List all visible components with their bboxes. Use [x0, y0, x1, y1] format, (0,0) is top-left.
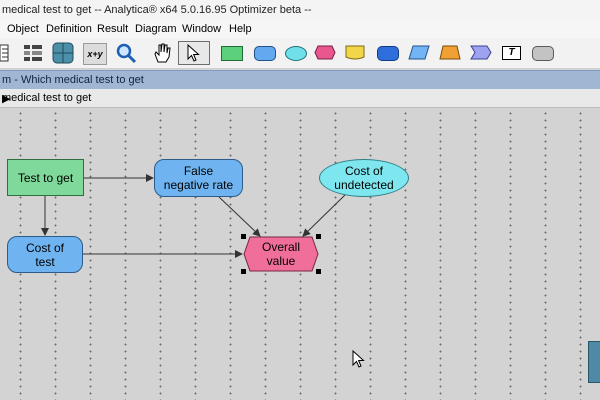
corner-widget[interactable]: [588, 341, 600, 383]
node-label-line1: False: [183, 164, 214, 178]
objective-node-icon[interactable]: [314, 45, 336, 60]
search-icon[interactable]: [115, 42, 137, 64]
influence-arrows: [41, 174, 346, 258]
menu-result[interactable]: Result: [97, 23, 129, 35]
diagram-canvas[interactable]: Test to get False negative rate Cost of …: [0, 108, 600, 400]
diagram-title: m - Which medical test to get: [2, 74, 144, 86]
node-label-line2: negative rate: [163, 178, 234, 192]
node-label-line2: value: [266, 254, 296, 268]
outline-icon[interactable]: [0, 44, 14, 62]
attribute-panel-icon[interactable]: [23, 43, 43, 63]
button-node-icon[interactable]: [470, 45, 492, 60]
xy-icon[interactable]: x+y: [83, 43, 107, 65]
selection-handle-bottom-right[interactable]: [316, 269, 321, 274]
menu-help[interactable]: Help: [229, 23, 252, 35]
menu-window[interactable]: Window: [182, 23, 222, 35]
node-cost-of-undetected[interactable]: Cost of undetected: [319, 159, 409, 197]
decision-node-icon[interactable]: [221, 46, 243, 61]
arrow-pointer-button[interactable]: [178, 41, 210, 65]
node-label-line2: test: [35, 254, 55, 269]
title-bar: medical test to get -- Analytica® x64 5.…: [0, 0, 600, 21]
chance-node-icon[interactable]: [254, 46, 276, 61]
arrow-undetected-to-overall: [302, 194, 346, 237]
node-label-line2: undetected: [334, 178, 394, 192]
input-node-icon[interactable]: [408, 45, 430, 60]
node-false-negative-rate[interactable]: False negative rate: [154, 159, 243, 197]
menu-definition[interactable]: Definition: [46, 23, 92, 35]
output-node-icon[interactable]: [439, 45, 461, 60]
objective-shape: [243, 236, 319, 272]
arrow-fnr-to-overall: [218, 196, 261, 237]
selection-handle-top-left[interactable]: [241, 234, 246, 239]
index-node-icon[interactable]: [377, 46, 399, 61]
breadcrumb: medical test to get ▶: [0, 89, 600, 108]
node-label-line1: Cost of: [344, 164, 383, 178]
selection-handle-bottom-left[interactable]: [241, 269, 246, 274]
arrow-pointer-icon: [187, 44, 200, 62]
alias-node-icon[interactable]: [532, 46, 554, 61]
module-node-icon[interactable]: [345, 45, 365, 61]
breadcrumb-label[interactable]: medical test to get: [2, 92, 92, 104]
node-label-line1: Cost of: [25, 240, 64, 255]
text-node-icon[interactable]: T: [502, 46, 521, 60]
node-test-to-get[interactable]: Test to get: [7, 159, 84, 196]
node-cost-of-test[interactable]: Cost of test: [7, 236, 83, 273]
constant-node-icon[interactable]: [285, 46, 307, 61]
globe-icon[interactable]: [52, 42, 74, 64]
node-label: Test to get: [17, 170, 74, 185]
toolbar: x+y T: [0, 38, 600, 69]
hand-icon[interactable]: [152, 42, 172, 64]
selection-handle-top-right[interactable]: [316, 234, 321, 239]
node-overall-value[interactable]: Overall value: [243, 236, 319, 272]
menu-bar: Object Definition Result Diagram Window …: [0, 20, 600, 38]
breadcrumb-arrow-icon[interactable]: ▶: [2, 93, 11, 105]
mouse-cursor-icon: [352, 350, 365, 368]
diagram-title-bar: m - Which medical test to get: [0, 70, 600, 90]
menu-object[interactable]: Object: [7, 23, 39, 35]
menu-diagram[interactable]: Diagram: [135, 23, 177, 35]
node-label-line1: Overall: [261, 240, 300, 254]
window-title: medical test to get -- Analytica® x64 5.…: [2, 4, 312, 16]
